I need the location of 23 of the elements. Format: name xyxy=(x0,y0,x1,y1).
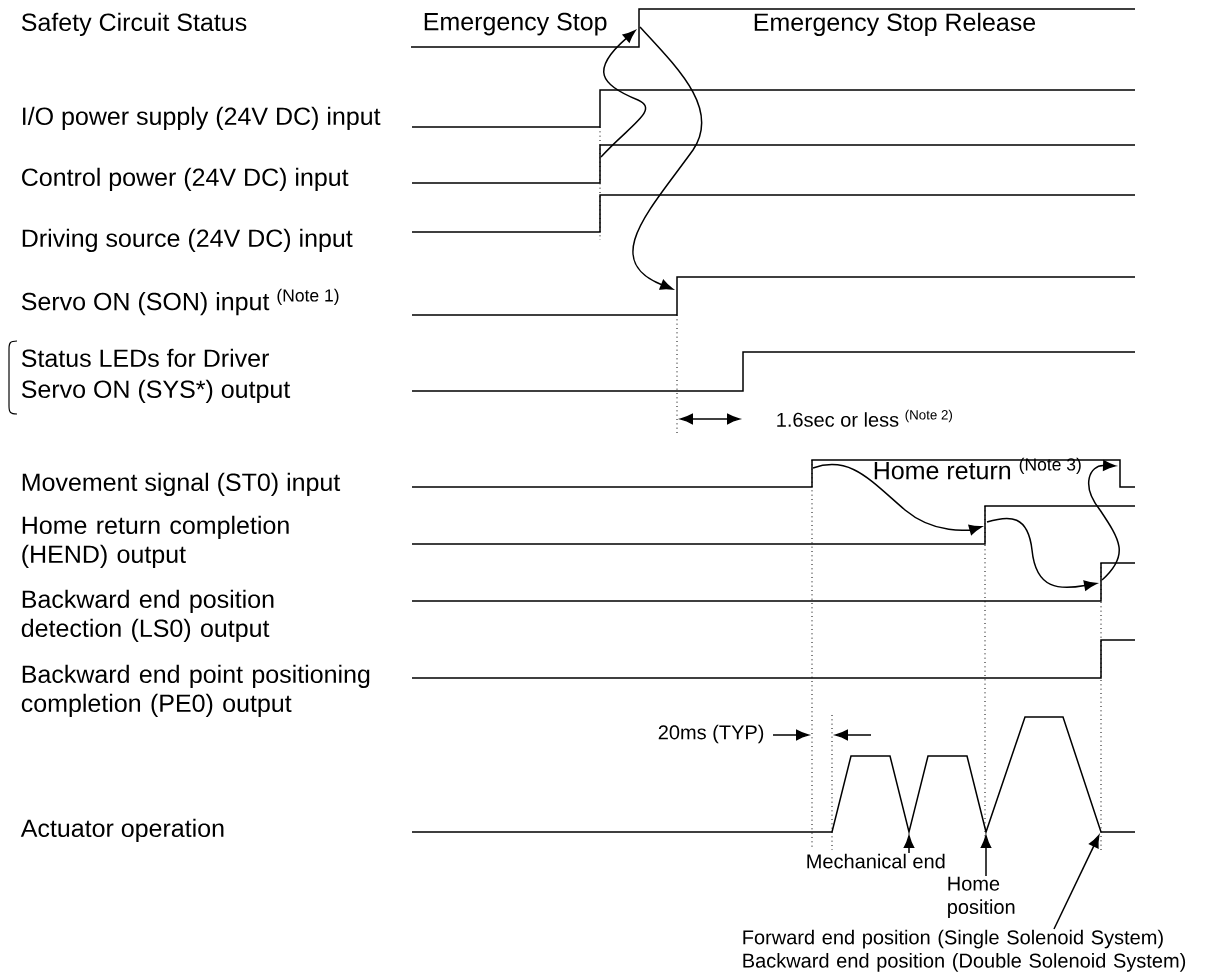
signal-label: Servo ON (SYS*) output xyxy=(21,379,291,404)
signal-label: Backward end position detection (LS0) output xyxy=(21,589,274,643)
leader-arrow xyxy=(980,835,992,877)
signal-label: I/O power supply (24V DC) input xyxy=(23,106,381,131)
leader-arrow xyxy=(1053,834,1100,930)
dimension-label: 20ms (TYP) xyxy=(658,724,764,744)
signal-label: Safety Circuit Status xyxy=(21,12,247,37)
state-label: Emergency Stop xyxy=(424,12,607,36)
leader-arrow xyxy=(903,835,915,854)
signal-label: Backward end point positioning completion (PE0) output xyxy=(21,664,370,718)
state-label: Emergency Stop Release xyxy=(754,12,1036,37)
leader-text: Home position xyxy=(948,876,1015,918)
signal-label: Status LEDs for Driver xyxy=(21,348,269,368)
phase-label: Home return $^{(Note 3)}$ xyxy=(874,457,1081,480)
signal-label: Driving source (24V DC) input xyxy=(22,228,353,253)
signal-label: Home return completion (HEND) output xyxy=(22,515,289,569)
signal-label: Actuator operation xyxy=(20,818,224,843)
signal-label: Control power (24V DC) input xyxy=(22,167,349,192)
dimension-label: 1.6sec or less $^{(Note 2)}$ xyxy=(777,409,952,427)
signal-label: Movement signal (ST0) input xyxy=(22,472,341,497)
leader-text: Forward end position (Single Solenoid System) Backward end position (Double Solenoid System) xyxy=(743,929,1186,972)
signal-label: Servo ON (SON) input $^{(Note 1)}$ xyxy=(21,288,339,316)
leader-text: Mechanical end xyxy=(807,853,945,869)
